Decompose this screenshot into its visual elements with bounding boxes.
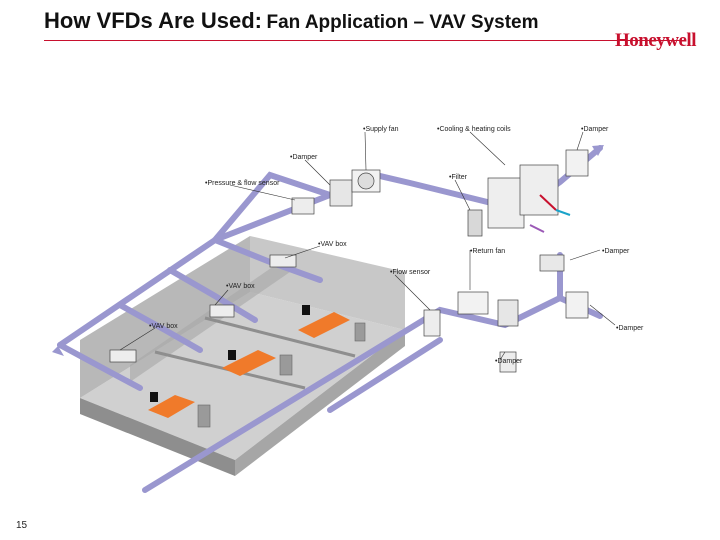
honeywell-logo: Honeywell bbox=[615, 30, 697, 51]
label-damper-top-right: •Damper bbox=[581, 126, 609, 133]
page-number: 15 bbox=[16, 520, 28, 531]
label-supply-fan: •Supply fan bbox=[363, 126, 399, 133]
title-main: How VFDs Are Used: bbox=[44, 8, 263, 33]
label-damper-bottom: •Damper bbox=[495, 358, 523, 365]
label-flow-sensor: •Flow sensor bbox=[390, 269, 431, 276]
title-rule bbox=[44, 40, 684, 41]
title-sub: Fan Application – VAV System bbox=[266, 12, 539, 33]
page-title: How VFDs Are Used: Fan Application – VAV… bbox=[44, 8, 539, 34]
label-damper-lower-right: •Damper bbox=[616, 325, 644, 332]
label-return-fan: •Return fan bbox=[470, 248, 505, 255]
label-pressure-flow-sensor: •Pressure & flow sensor bbox=[205, 180, 280, 187]
label-cooling-heating-coils: •Cooling & heating coils bbox=[437, 126, 511, 133]
office-desks bbox=[148, 305, 350, 418]
leader-lines bbox=[119, 131, 616, 361]
label-vav-box-2: •VAV box bbox=[226, 283, 255, 290]
label-filter: •Filter bbox=[449, 174, 468, 181]
hvac-equipment bbox=[109, 149, 589, 373]
label-damper-upper: •Damper bbox=[290, 154, 318, 161]
label-vav-box-1: •VAV box bbox=[318, 241, 347, 248]
label-vav-box-3: •VAV box bbox=[149, 323, 178, 330]
label-damper-right: •Damper bbox=[602, 248, 630, 255]
